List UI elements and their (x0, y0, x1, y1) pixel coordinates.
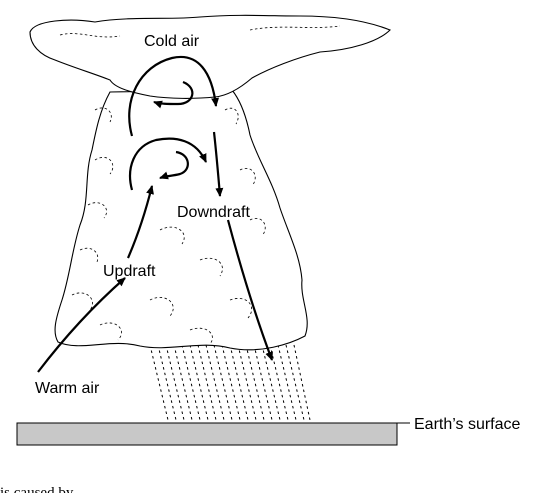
upper-circulation-arrow (128, 55, 220, 137)
rain-shaft (149, 344, 311, 421)
cloud-anvil (29, 14, 391, 99)
cloud-texture (59, 25, 341, 345)
upper-eddy-arrow (153, 80, 194, 109)
downdraft-lower-arrow (226, 219, 274, 361)
downdraft-label: Downdraft (177, 204, 250, 221)
updraft-arrow (37, 277, 126, 373)
updraft-inner-arrow (126, 185, 154, 259)
earth-surface-label: Earth’s surface (414, 416, 521, 433)
earth-surface-bar (16, 422, 398, 446)
updraft-label: Updraft (103, 263, 156, 280)
downdraft-upper-arrow (212, 131, 224, 197)
cold-air-label: Cold air (144, 33, 200, 50)
lower-eddy-arrow (159, 150, 189, 180)
footer-text: is caused by (0, 485, 74, 493)
lower-circulation-arrow (128, 137, 208, 191)
warm-air-label: Warm air (35, 380, 100, 397)
